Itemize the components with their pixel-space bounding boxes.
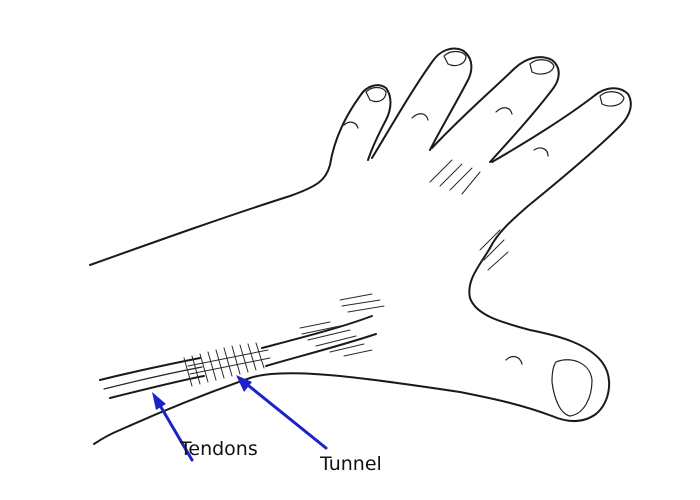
tendon-bundle xyxy=(99,315,377,399)
tendons-label: Tendons xyxy=(180,438,258,460)
hand-outline xyxy=(89,47,632,445)
tunnel-band xyxy=(183,342,271,387)
palm-shading xyxy=(299,159,509,357)
arrow-tendons xyxy=(152,392,194,462)
arrow-tunnel xyxy=(236,375,328,450)
tunnel-label: Tunnel xyxy=(320,453,382,475)
